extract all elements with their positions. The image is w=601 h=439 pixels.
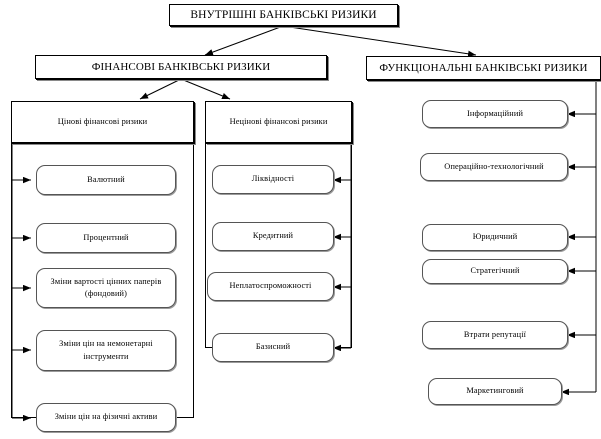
root-title-label: ВНУТРІШНІ БАНКІВСЬКІ РИЗИКИ — [190, 8, 377, 21]
functional-item-box: Стратегічний — [422, 259, 568, 284]
functional-item-label: Втрати репутації — [463, 329, 527, 339]
price-group-header-label: Цінові фінансові ризики — [57, 117, 148, 127]
functional-item-box: Операційно-технологічний — [420, 153, 568, 181]
functional-item-label: Юридичний — [472, 232, 518, 242]
price-group-header-box: Цінові фінансові ризики — [11, 101, 194, 143]
nonprice-item-box: Кредитний — [212, 222, 334, 251]
nonprice-item-label: Кредитний — [252, 231, 294, 241]
price-item-label: Зміни вартості цінних паперів (фондовий) — [50, 276, 162, 298]
nonprice-group-header-box: Нецінові фінансові ризики — [205, 101, 352, 143]
nonprice-item-label: Базисний — [255, 342, 291, 352]
functional-item-box: Втрати репутації — [422, 321, 568, 349]
nonprice-item-label: Неплатоспроможності — [229, 281, 312, 291]
functional-item-label: Стратегічний — [470, 266, 520, 276]
nonprice-item-box: Базисний — [212, 333, 334, 362]
root-title-box: ВНУТРІШНІ БАНКІВСЬКІ РИЗИКИ — [169, 4, 398, 26]
price-item-label: Валютний — [87, 174, 125, 184]
price-item-box: Зміни цін на немонетарні інструменти — [36, 330, 176, 371]
nonprice-item-box: Ліквідності — [212, 165, 334, 194]
financial-risks-box: ФІНАНСОВІ БАНКІВСЬКІ РИЗИКИ — [35, 55, 327, 79]
price-item-box: Зміни цін на фізичні активи — [36, 403, 176, 432]
functional-item-box: Юридичний — [422, 224, 568, 251]
financial-risks-label: ФІНАНСОВІ БАНКІВСЬКІ РИЗИКИ — [91, 60, 271, 73]
nonprice-item-label: Ліквідності — [251, 174, 295, 184]
price-item-label: Процентний — [83, 232, 129, 242]
price-item-label: Зміни цін на немонетарні інструменти — [59, 339, 153, 361]
price-item-box: Процентний — [36, 223, 176, 253]
nonprice-item-box: Неплатоспроможності — [207, 272, 334, 301]
price-item-box: Зміни вартості цінних паперів (фондовий) — [36, 268, 176, 308]
price-item-box: Валютний — [36, 165, 176, 195]
price-item-label: Зміни цін на фізичні активи — [54, 412, 158, 422]
nonprice-group-header-label: Нецінові фінансові ризики — [229, 117, 328, 127]
functional-risks-box: ФУНКЦІОНАЛЬНІ БАНКІВСЬКІ РИЗИКИ — [366, 56, 601, 80]
functional-risks-label: ФУНКЦІОНАЛЬНІ БАНКІВСЬКІ РИЗИКИ — [379, 61, 588, 74]
functional-item-label: Операційно-технологічний — [444, 161, 544, 171]
functional-item-box: Маркетинговий — [428, 378, 562, 405]
functional-item-label: Маркетинговий — [466, 386, 524, 396]
functional-item-box: Інформаційний — [422, 100, 568, 128]
functional-item-label: Інформаційний — [466, 108, 524, 118]
